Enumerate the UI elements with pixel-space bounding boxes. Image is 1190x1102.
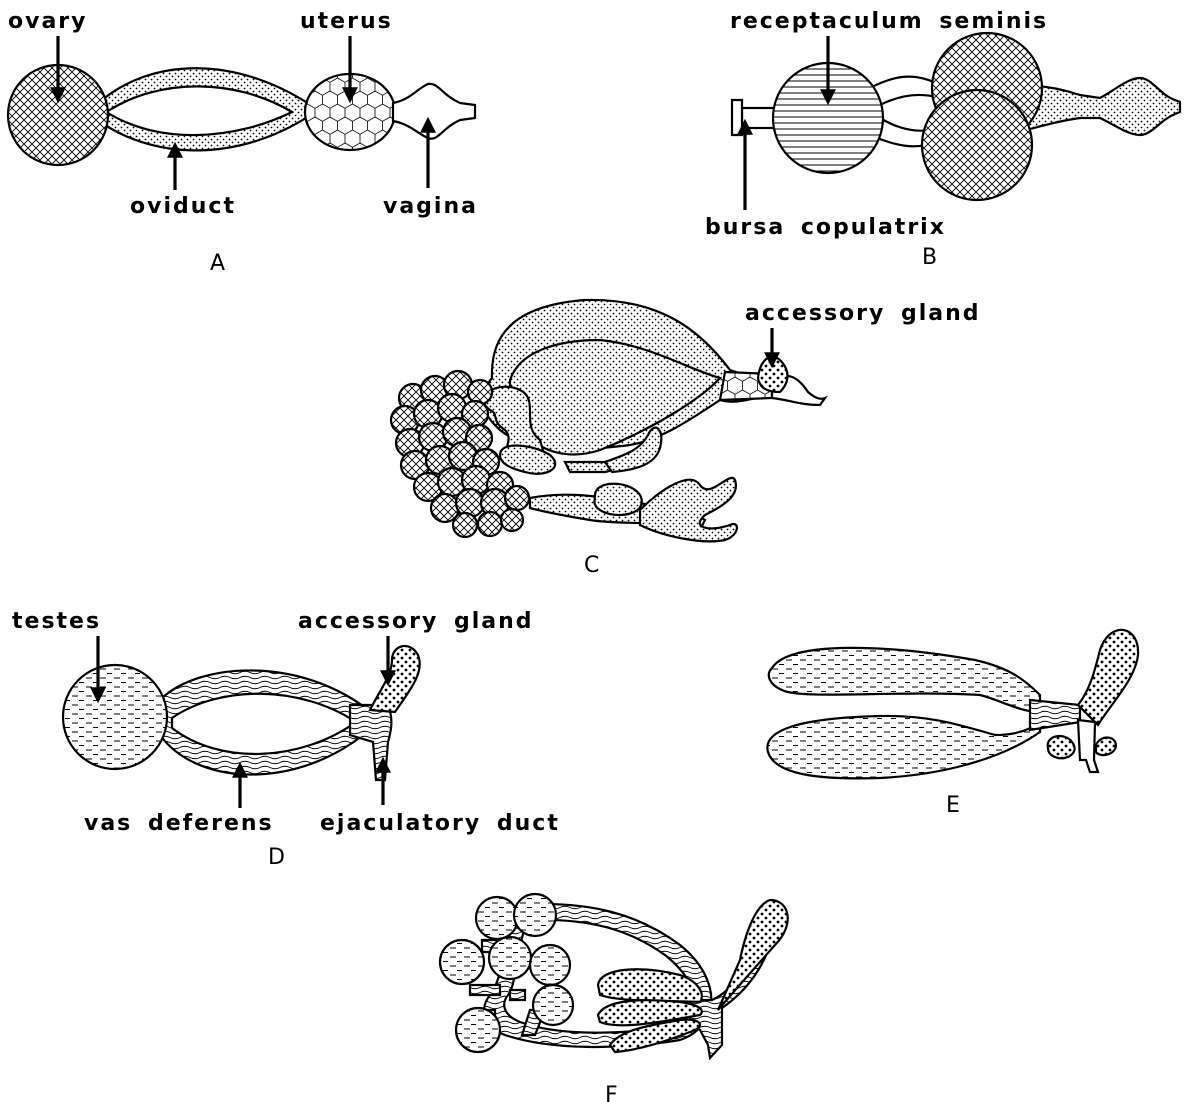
label-ejaculatory-duct: ejaculatory duct xyxy=(320,811,560,836)
label-accessory-gland-c: accessory gland xyxy=(745,301,981,326)
panel-letter-c: C xyxy=(584,553,599,578)
bud-e-right xyxy=(1096,738,1116,756)
duct-e xyxy=(1030,700,1080,730)
label-ovary: ovary xyxy=(8,9,88,34)
panel-c: accessory gland C xyxy=(391,300,981,578)
label-receptaculum: receptaculum seminis xyxy=(730,9,1048,34)
panel-a: ovary uterus oviduct vagina A xyxy=(8,9,478,276)
bud-e-left xyxy=(1048,736,1075,758)
panel-letter-e: E xyxy=(946,793,960,818)
panel-e: E xyxy=(767,630,1138,818)
panel-letter-d: D xyxy=(268,845,285,870)
testis-lower xyxy=(767,716,1040,778)
accessory-gland-e xyxy=(1078,630,1138,725)
oviduct-loop xyxy=(95,68,318,150)
label-oviduct: oviduct xyxy=(130,194,236,219)
label-vas-deferens: vas deferens xyxy=(84,811,274,836)
bursa-shape xyxy=(732,100,742,135)
testes-shape xyxy=(63,665,167,769)
panel-b: receptaculum seminis bursa copulatrix B xyxy=(705,9,1180,270)
label-vagina: vagina xyxy=(383,194,478,219)
accessory-lobes-f xyxy=(598,969,702,1052)
testis-upper xyxy=(769,648,1040,712)
panel-letter-f: F xyxy=(605,1083,618,1102)
label-uterus: uterus xyxy=(300,9,393,34)
panel-f: F xyxy=(440,894,788,1102)
panel-letter-b: B xyxy=(922,245,937,270)
label-testes: testes xyxy=(12,609,101,634)
vagina-shape xyxy=(393,84,475,139)
label-accessory-gland-d: accessory gland xyxy=(298,609,534,634)
panel-letter-a: A xyxy=(210,251,225,276)
panel-d: testes accessory gland vas deferens ejac… xyxy=(12,609,560,870)
label-bursa: bursa copulatrix xyxy=(705,215,946,240)
ejaculatory-duct xyxy=(350,705,391,780)
accessory-gland-f xyxy=(718,900,788,1010)
accessory-gland-d xyxy=(370,646,420,712)
ovary-lower xyxy=(922,90,1032,200)
vas-deferens-loop xyxy=(160,670,380,774)
